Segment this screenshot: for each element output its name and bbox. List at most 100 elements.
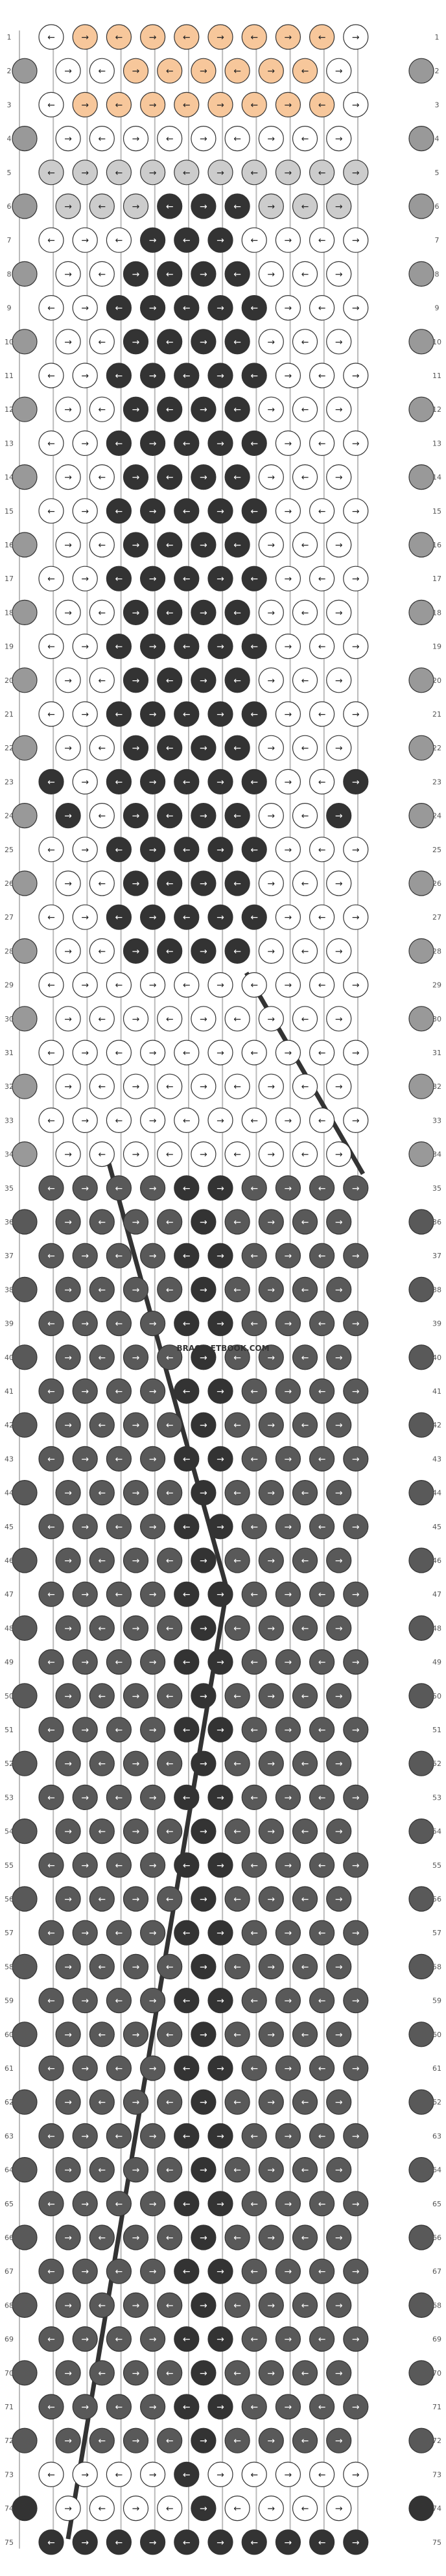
knot[interactable]: →: [140, 1446, 166, 1472]
knot[interactable]: →: [326, 396, 352, 422]
knot[interactable]: ←: [174, 1784, 200, 1810]
knot[interactable]: →: [258, 2157, 284, 2183]
knot[interactable]: ←: [241, 972, 267, 998]
knot[interactable]: →: [191, 2292, 217, 2318]
knot[interactable]: →: [140, 2326, 166, 2352]
knot[interactable]: ←: [157, 1886, 183, 1912]
knot[interactable]: ←: [224, 2496, 250, 2522]
knot[interactable]: ←: [292, 2496, 318, 2522]
knot[interactable]: →: [258, 1953, 284, 1979]
knot[interactable]: →: [140, 160, 166, 185]
knot[interactable]: →: [343, 1175, 369, 1201]
knot[interactable]: ←: [38, 1784, 64, 1810]
knot[interactable]: →: [275, 2394, 301, 2420]
knot[interactable]: ←: [292, 1141, 318, 1167]
knot[interactable]: →: [275, 227, 301, 253]
knot[interactable]: →: [72, 1243, 98, 1269]
knot[interactable]: →: [343, 1040, 369, 1066]
knot[interactable]: →: [55, 2427, 81, 2453]
knot[interactable]: →: [275, 701, 301, 727]
knot[interactable]: ←: [309, 363, 335, 388]
knot[interactable]: ←: [174, 1107, 200, 1134]
knot[interactable]: ←: [38, 2529, 64, 2555]
knot[interactable]: →: [123, 2496, 149, 2522]
knot[interactable]: ←: [309, 1378, 335, 1404]
knot[interactable]: ←: [174, 1310, 200, 1337]
knot[interactable]: →: [275, 430, 301, 457]
knot[interactable]: ←: [106, 633, 132, 660]
knot[interactable]: →: [275, 2461, 301, 2487]
knot[interactable]: →: [207, 2258, 233, 2284]
knot[interactable]: ←: [38, 24, 64, 50]
knot[interactable]: ←: [224, 2224, 250, 2250]
knot[interactable]: ←: [89, 2021, 115, 2047]
knot[interactable]: ←: [241, 2123, 267, 2149]
knot[interactable]: ←: [309, 1175, 335, 1201]
knot[interactable]: ←: [89, 2157, 115, 2183]
knot[interactable]: →: [343, 2394, 369, 2420]
knot[interactable]: →: [55, 2496, 81, 2522]
knot[interactable]: →: [343, 769, 369, 795]
knot[interactable]: ←: [309, 1852, 335, 1878]
knot[interactable]: →: [191, 1683, 217, 1709]
knot[interactable]: →: [72, 701, 98, 727]
knot[interactable]: →: [55, 329, 81, 355]
knot[interactable]: →: [343, 1107, 369, 1134]
knot[interactable]: ←: [38, 498, 64, 524]
knot[interactable]: →: [55, 1750, 81, 1776]
knot[interactable]: →: [207, 430, 233, 457]
knot[interactable]: →: [326, 599, 352, 626]
knot[interactable]: ←: [224, 599, 250, 626]
knot[interactable]: →: [258, 2292, 284, 2318]
knot[interactable]: →: [123, 2427, 149, 2453]
knot[interactable]: ←: [89, 1412, 115, 1438]
knot[interactable]: →: [55, 735, 81, 761]
knot[interactable]: ←: [224, 1750, 250, 1776]
knot[interactable]: →: [191, 1209, 217, 1235]
knot[interactable]: ←: [106, 1581, 132, 1607]
knot[interactable]: →: [258, 261, 284, 287]
knot[interactable]: →: [191, 193, 217, 219]
knot[interactable]: →: [140, 2258, 166, 2284]
knot[interactable]: ←: [309, 2258, 335, 2284]
knot[interactable]: →: [343, 430, 369, 457]
knot[interactable]: →: [258, 1209, 284, 1235]
knot[interactable]: →: [140, 1175, 166, 1201]
knot[interactable]: ←: [241, 1107, 267, 1134]
knot[interactable]: ←: [106, 1175, 132, 1201]
knot[interactable]: ←: [309, 2326, 335, 2352]
knot[interactable]: →: [258, 870, 284, 896]
knot[interactable]: →: [123, 1886, 149, 1912]
knot[interactable]: ←: [38, 430, 64, 457]
knot[interactable]: →: [275, 904, 301, 930]
knot[interactable]: ←: [224, 1006, 250, 1032]
knot[interactable]: ←: [292, 1750, 318, 1776]
knot[interactable]: →: [140, 566, 166, 591]
knot[interactable]: ←: [309, 1310, 335, 1337]
knot[interactable]: →: [343, 295, 369, 321]
knot[interactable]: ←: [157, 1006, 183, 1032]
knot[interactable]: →: [258, 2496, 284, 2522]
knot[interactable]: ←: [89, 1683, 115, 1709]
knot[interactable]: ←: [157, 735, 183, 761]
knot[interactable]: ←: [224, 1819, 250, 1844]
knot[interactable]: →: [258, 329, 284, 355]
knot[interactable]: ←: [174, 498, 200, 524]
knot[interactable]: ←: [157, 1480, 183, 1506]
knot[interactable]: →: [343, 2326, 369, 2352]
knot[interactable]: ←: [89, 938, 115, 964]
knot[interactable]: ←: [174, 91, 200, 117]
knot[interactable]: →: [275, 2529, 301, 2555]
knot[interactable]: ←: [89, 193, 115, 219]
knot[interactable]: ←: [38, 769, 64, 795]
knot[interactable]: ←: [224, 667, 250, 693]
knot[interactable]: →: [207, 633, 233, 660]
knot[interactable]: →: [326, 1615, 352, 1641]
knot[interactable]: ←: [241, 1852, 267, 1878]
knot[interactable]: ←: [224, 1276, 250, 1303]
knot[interactable]: ←: [106, 1378, 132, 1404]
knot[interactable]: →: [275, 1107, 301, 1134]
knot[interactable]: →: [326, 2021, 352, 2047]
knot[interactable]: ←: [157, 2157, 183, 2183]
knot[interactable]: ←: [157, 58, 183, 84]
